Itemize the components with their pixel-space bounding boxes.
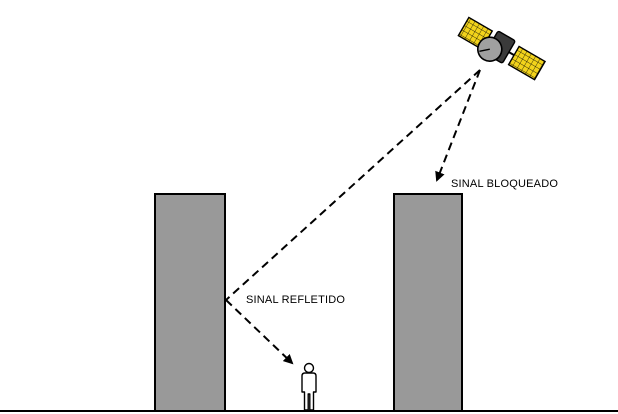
satellite-icon [457, 16, 547, 81]
blocked-signal-label: SINAL BLOQUEADO [451, 178, 558, 190]
solar-panel-right [507, 45, 547, 81]
reflected-signal-outgoing-arrow [225, 299, 294, 365]
left-building [154, 193, 226, 412]
blocked-signal-arrow [435, 69, 481, 182]
reflected-signal-incoming-path [225, 69, 481, 301]
right-building [393, 193, 463, 412]
person-icon [301, 362, 317, 411]
reflected-signal-label: SINAL REFLETIDO [246, 294, 345, 306]
